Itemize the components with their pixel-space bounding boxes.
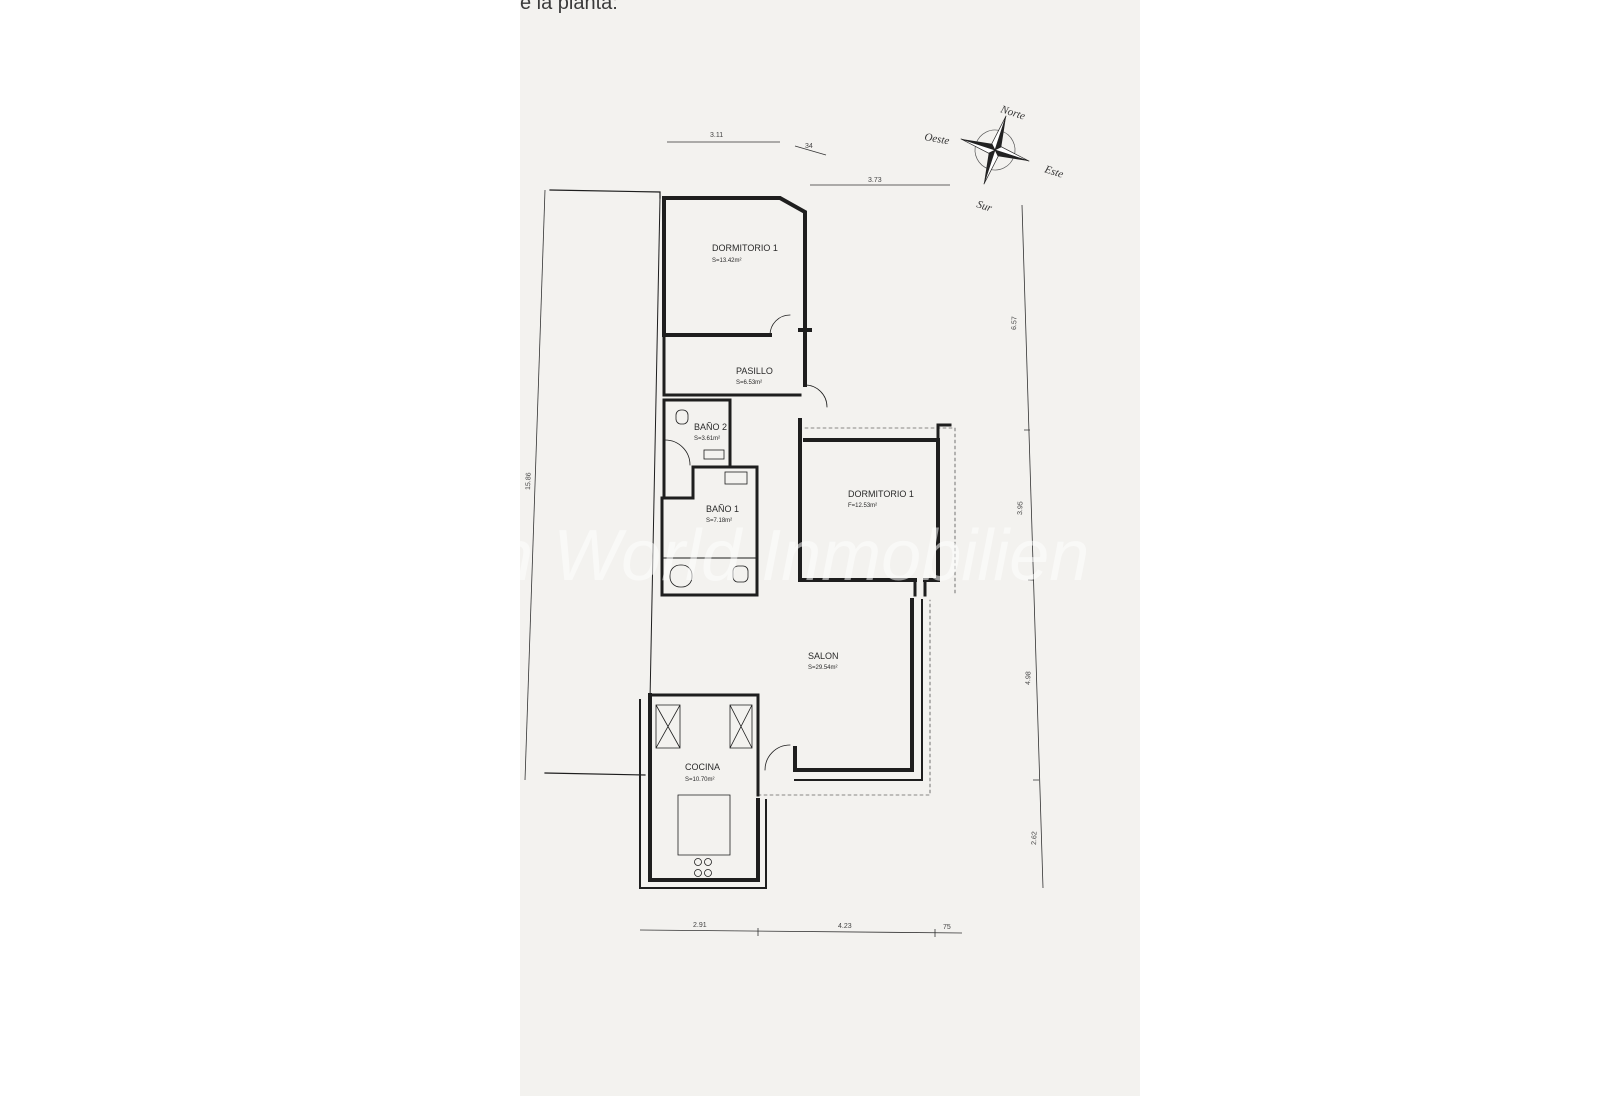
stove-burner: [694, 869, 702, 877]
dim-line-right: [1021, 204, 1044, 889]
dim-label-top3: 3.73: [868, 177, 882, 184]
dim-label-right4: 2.62: [1031, 831, 1038, 845]
compass-rose-icon: [960, 115, 1030, 185]
wall-dormitorio-right: [798, 418, 917, 582]
terrace-outline-right: [804, 427, 956, 596]
kitchen-cabinet-right: [729, 704, 753, 749]
wall-bano1-left: [660, 465, 695, 500]
wall-pillar: [798, 320, 812, 347]
stove-burner: [694, 858, 702, 866]
watermark-text: Sun World Inmobilien: [405, 516, 1089, 596]
dim-line-top2: [794, 145, 827, 156]
boundary-line-top: [549, 189, 661, 199]
kitchen-cabinet-left: [655, 704, 681, 749]
room-area-cocina: S=10.70m²: [685, 777, 715, 783]
terrace-outline-bottom: [757, 599, 931, 796]
boundary-line-bottom: [544, 772, 646, 776]
room-area-dormitorio-right: F=12.53m²: [848, 503, 877, 509]
door-swing-bano2: [664, 439, 691, 466]
dim-label-top2: 34: [805, 143, 813, 150]
door-swing-dormitorio: [769, 314, 791, 336]
room-label-salon: SALON: [808, 651, 839, 661]
wall-dormitorio-top-left: [662, 196, 772, 337]
dim-line-bottom: [639, 929, 963, 934]
wall-cocina-top: [648, 693, 760, 797]
compass-east-label: Este: [1042, 163, 1065, 181]
wall-pillar-right: [913, 578, 927, 597]
dim-label-right3: 4.98: [1025, 671, 1032, 685]
room-area-pasillo: S=6.53m²: [736, 380, 762, 386]
wall-salon: [793, 598, 914, 772]
dim-label-bottom1: 2.91: [693, 922, 707, 929]
dim-label-right1: 6.57: [1011, 316, 1018, 330]
dim-ticks-right: [1024, 429, 1039, 781]
wall-pasillo: [662, 336, 802, 397]
compass-west-label: Oeste: [923, 131, 950, 147]
dim-ticks-bottom: [757, 928, 936, 937]
wall-bano2: [662, 398, 732, 467]
wall-bano1: [691, 465, 759, 597]
dim-label-right2: 3.95: [1017, 501, 1024, 515]
dim-label-left: 15.86: [525, 472, 533, 490]
toilet-icon: [732, 565, 749, 583]
room-area-salon: S=29.54m²: [808, 665, 838, 671]
wall-dormitorio-right-corner: [936, 423, 952, 442]
compass-north-label: Norte: [998, 103, 1027, 123]
stove-burner: [704, 869, 712, 877]
dim-label-bottom3: 75: [943, 924, 951, 931]
room-label-dormitorio-top: DORMITORIO 1: [712, 243, 778, 253]
sink-icon: [724, 471, 748, 485]
room-label-dormitorio-right: DORMITORIO 1: [848, 489, 914, 499]
room-label-cocina: COCINA: [685, 762, 720, 772]
toilet-icon: [675, 409, 689, 425]
compass-south-label: Sur: [975, 198, 994, 214]
wall-salon-outer: [794, 599, 923, 781]
bathtub-icon: [669, 564, 693, 588]
room-label-bano1: BAÑO 1: [706, 504, 739, 514]
wall-dormitorio-right-outer: [803, 438, 940, 582]
wall-bano1-bottom: [660, 496, 759, 597]
stove-burner: [704, 858, 712, 866]
caption-text: e la planta:: [520, 0, 618, 14]
wall-cocina-outer: [639, 699, 767, 889]
room-label-bano2: BAÑO 2: [694, 422, 727, 432]
wall-cocina: [648, 693, 760, 882]
room-label-pasillo: PASILLO: [736, 366, 773, 376]
sink-icon: [703, 449, 725, 460]
room-area-bano2: S=3.61m²: [694, 436, 720, 442]
dim-label-bottom2: 4.23: [838, 923, 852, 930]
kitchen-island: [677, 794, 731, 856]
room-area-bano1: S=7.18m²: [706, 518, 732, 524]
dim-label-top1: 3.11: [710, 132, 723, 139]
room-area-dormitorio-top: S=13.42m²: [712, 258, 742, 264]
boundary-line-left: [649, 197, 661, 701]
paper-sheet: [520, 0, 1140, 1096]
door-swing-pasillo: [804, 384, 828, 408]
door-swing-salon: [764, 744, 791, 771]
dim-line-left: [524, 189, 546, 781]
wall-dormitorio-top: [662, 196, 807, 322]
